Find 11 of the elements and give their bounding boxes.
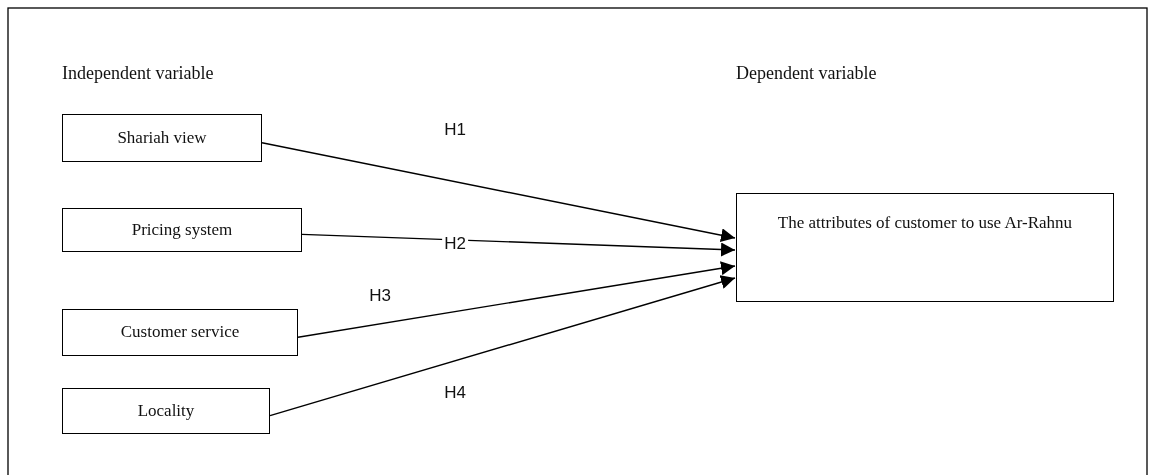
variable-box: Customer service <box>62 309 298 356</box>
column-heading: Independent variable <box>62 63 214 84</box>
column-heading: Dependent variable <box>736 63 877 84</box>
variable-box: The attributes of customer to use Ar-Rahnu <box>736 193 1114 302</box>
variable-box: Locality <box>62 388 270 434</box>
arrow <box>297 261 736 338</box>
arrow <box>261 142 736 243</box>
arrow <box>269 275 736 417</box>
variable-box: Shariah view <box>62 114 262 162</box>
arrow <box>301 233 736 257</box>
variable-box: Pricing system <box>62 208 302 252</box>
